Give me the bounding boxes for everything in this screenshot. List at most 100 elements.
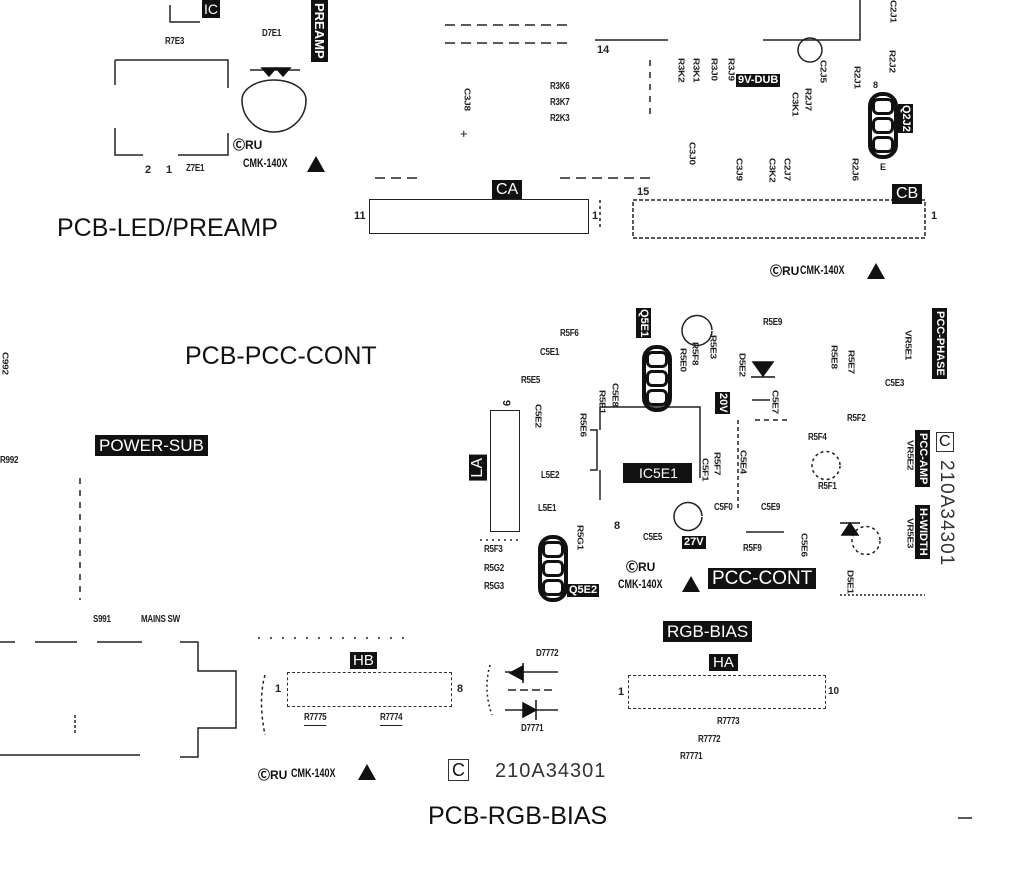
plus-mark: + bbox=[460, 126, 468, 141]
label-r5e5: R5E5 bbox=[521, 375, 541, 386]
pin-2: 2 bbox=[145, 164, 152, 176]
tag-q5e1: Q5E1 bbox=[636, 308, 651, 339]
label-vr5e3: VR5E3 bbox=[905, 518, 914, 549]
pin-8: 8 bbox=[614, 520, 621, 532]
label-vr5e1: VR5E1 bbox=[903, 330, 912, 361]
label-d5e2: D5E2 bbox=[737, 353, 746, 377]
board-title-rgb-bias: PCB-RGB-BIAS bbox=[428, 802, 608, 830]
label-r5g2: R5G2 bbox=[484, 563, 504, 574]
voltage-tag-27v: 27V bbox=[682, 536, 706, 549]
label-r3k2: R3K2 bbox=[676, 58, 685, 83]
transistor-q5e2 bbox=[538, 535, 568, 602]
tag-power-sub: POWER-SUB bbox=[95, 435, 208, 456]
label-r2j7: R2J7 bbox=[803, 88, 812, 111]
tag-pcc-amp: PCC-AMP bbox=[915, 430, 930, 488]
label-c5f0: C5F0 bbox=[714, 502, 733, 513]
board-code: 210A34301 bbox=[495, 760, 607, 782]
label-l5e2: L5E2 bbox=[541, 470, 560, 481]
label-c5e9: C5E9 bbox=[761, 502, 781, 513]
warning-triangle-icon bbox=[358, 764, 376, 780]
tag-pcc-cont: PCC-CONT bbox=[708, 568, 817, 589]
label-c3j0: C3J0 bbox=[687, 142, 696, 165]
pin-15: 15 bbox=[637, 186, 650, 198]
label-r7773: R7773 bbox=[717, 716, 740, 727]
pin-14: 14 bbox=[597, 44, 610, 56]
tag-q5e2: Q5E2 bbox=[567, 584, 600, 597]
pin-1-ca: 1 bbox=[592, 210, 599, 222]
pin-9: 9 bbox=[500, 400, 512, 407]
model-cmk140x: CMK-140X bbox=[243, 156, 288, 170]
transistor-q2j2 bbox=[868, 92, 898, 159]
connector-tag-ca: CA bbox=[492, 180, 523, 200]
label-r5f9: R5F9 bbox=[743, 543, 762, 554]
label-r2j6: R2J6 bbox=[850, 158, 859, 181]
connector-la bbox=[490, 410, 520, 532]
connector-tag-hb: HB bbox=[350, 652, 377, 669]
label-c5e7: C5E7 bbox=[770, 390, 779, 414]
board-code: 210A34301 bbox=[936, 460, 957, 567]
label-r5e9: R5E9 bbox=[763, 317, 783, 328]
label-c2j5: C2J5 bbox=[818, 60, 827, 83]
label-r5e7: R5E7 bbox=[846, 350, 855, 374]
label-c5e3: C5E3 bbox=[885, 378, 905, 389]
code-box-c: C bbox=[448, 759, 469, 781]
label-r5f6: R5F6 bbox=[560, 328, 579, 339]
label-r2j1: R2J1 bbox=[852, 66, 861, 89]
cul-logo: ⒸRU bbox=[258, 768, 288, 782]
label-c3j9: C3J9 bbox=[734, 158, 743, 181]
connector-tag-ha: HA bbox=[709, 654, 738, 671]
tag-rgb-bias: RGB-BIAS bbox=[663, 621, 753, 642]
label-mains-sw: MAINS SW bbox=[141, 614, 180, 625]
label-r5g3: R5G3 bbox=[484, 581, 504, 592]
board-title-pcc-cont: PCB-PCC-CONT bbox=[185, 342, 377, 370]
pin-ha-1: 1 bbox=[618, 686, 625, 698]
label-r7771: R7771 bbox=[680, 751, 703, 762]
label-c2j1: C2J1 bbox=[888, 0, 897, 23]
label-d7e1: D7E1 bbox=[262, 28, 282, 39]
label-r7772: R7772 bbox=[698, 734, 721, 745]
connector-hb bbox=[287, 672, 452, 707]
label-r992: R992 bbox=[0, 455, 19, 466]
label-c5e1: C5E1 bbox=[540, 347, 560, 358]
pin-11: 11 bbox=[354, 210, 366, 222]
model-cmk140x: CMK-140X bbox=[800, 263, 845, 277]
label-c3j8: C3J8 bbox=[462, 88, 471, 111]
cul-logo: ⒸRU bbox=[770, 264, 800, 278]
label-r5e3: R5E3 bbox=[708, 335, 717, 359]
label-d5e1: D5E1 bbox=[845, 570, 854, 594]
label-c3k2: C3K2 bbox=[767, 158, 776, 183]
pin-e: E bbox=[880, 162, 887, 172]
voltage-tag-20v: 20V bbox=[715, 392, 730, 414]
label-r5e6: R5E6 bbox=[578, 413, 587, 437]
transistor-tag-q2j2: Q2J2 bbox=[898, 104, 913, 133]
cul-logo: ⒸRU bbox=[233, 138, 263, 152]
preamp-tag: PREAMP bbox=[311, 0, 328, 62]
tag-h-width: H-WIDTH bbox=[915, 505, 930, 559]
label-c5e8: C5E8 bbox=[610, 383, 619, 407]
label-d7772: D7772 bbox=[536, 648, 559, 659]
cul-logo: ⒸRU bbox=[626, 560, 656, 574]
label-r5e8: R5E8 bbox=[829, 345, 838, 369]
label-r5f7: R5F7 bbox=[712, 452, 721, 476]
label-r5f1: R5F1 bbox=[818, 481, 837, 492]
board-title-led-preamp: PCB-LED/PREAMP bbox=[57, 214, 278, 242]
transistor-q5e1 bbox=[642, 345, 672, 412]
warning-triangle-icon bbox=[682, 576, 700, 592]
label-r7775: R7775 bbox=[304, 712, 327, 726]
label-z7e1: Z7E1 bbox=[186, 163, 205, 174]
label-c5e5: C5E5 bbox=[643, 532, 663, 543]
label-r5f3: R5F3 bbox=[484, 544, 503, 555]
model-cmk140x: CMK-140X bbox=[291, 766, 336, 780]
label-c5e4: C5E4 bbox=[738, 450, 747, 474]
label-r5e1: R5E1 bbox=[597, 390, 606, 414]
pin-1-cb: 1 bbox=[931, 210, 938, 222]
pin-ha-10: 10 bbox=[828, 686, 840, 697]
label-l5e1: L5E1 bbox=[538, 503, 557, 514]
label-r3k7: R3K7 bbox=[550, 97, 570, 108]
label-c992: C992 bbox=[0, 352, 9, 375]
warning-triangle-icon bbox=[307, 156, 325, 172]
ic-tag: IC bbox=[202, 0, 220, 18]
ic-tag-ic5e1: IC5E1 bbox=[623, 463, 692, 483]
pin-b: 8 bbox=[873, 80, 879, 90]
